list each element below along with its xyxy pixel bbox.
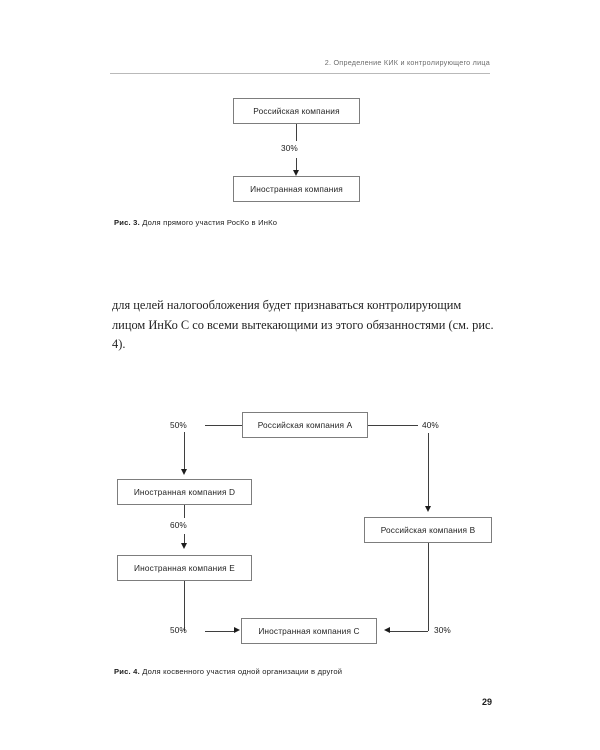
figure-4-caption-label: Рис. 4. (114, 667, 140, 676)
edge-e-c-arrowhead (234, 627, 240, 633)
edge-rosko-inko-arrowhead (293, 170, 299, 176)
node-company-b: Российская компания B (364, 517, 492, 543)
running-head: 2. Определение КИК и контролирующего лиц… (324, 58, 490, 67)
edge-b-c-arrowhead (384, 627, 390, 633)
edge-d-e-line-bottom (184, 534, 185, 544)
figure-3-caption: Рис. 3. Доля прямого участия РосКо в ИнК… (114, 218, 277, 227)
edge-a-d-vertical (184, 432, 185, 470)
header-rule (110, 73, 490, 74)
figure-3-caption-label: Рис. 3. (114, 218, 140, 227)
node-rosko: Российская компания (233, 98, 360, 124)
edge-a-b-horizontal (368, 425, 418, 426)
edge-b-c-label: 30% (434, 625, 451, 635)
page-number: 29 (481, 697, 492, 707)
edge-a-b-label: 40% (422, 420, 439, 430)
edge-d-e-line-top (184, 505, 185, 518)
edge-a-b-arrowhead (425, 506, 431, 512)
figure-3-caption-text: Доля прямого участия РосКо в ИнКо (142, 218, 278, 227)
body-paragraph: для целей налогообложения будет признава… (112, 298, 494, 351)
edge-b-c-horizontal (390, 631, 428, 632)
edge-e-c-horizontal (205, 631, 235, 632)
figure-4-caption: Рис. 4. Доля косвенного участия одной ор… (114, 667, 342, 676)
edge-a-d-horizontal (205, 425, 242, 426)
edge-rosko-inko-line-top (296, 124, 297, 141)
edge-b-c-vertical (428, 543, 429, 631)
edge-d-e-arrowhead (181, 543, 187, 549)
node-company-c: Иностранная компания C (241, 618, 377, 644)
edge-a-d-label: 50% (170, 420, 187, 430)
node-company-e: Иностранная компания E (117, 555, 252, 581)
node-company-d: Иностранная компания D (117, 479, 252, 505)
edge-d-e-label: 60% (170, 520, 187, 530)
edge-a-b-vertical (428, 433, 429, 507)
edge-a-d-arrowhead (181, 469, 187, 475)
node-inko: Иностранная компания (233, 176, 360, 202)
figure-4-caption-text: Доля косвенного участия одной организаци… (142, 667, 343, 676)
edge-e-c-label: 50% (170, 625, 187, 635)
node-company-a: Российская компания A (242, 412, 368, 438)
edge-e-c-vertical (184, 581, 185, 631)
edge-rosko-inko-label: 30% (281, 143, 298, 153)
edge-rosko-inko-line-bottom (296, 158, 297, 171)
